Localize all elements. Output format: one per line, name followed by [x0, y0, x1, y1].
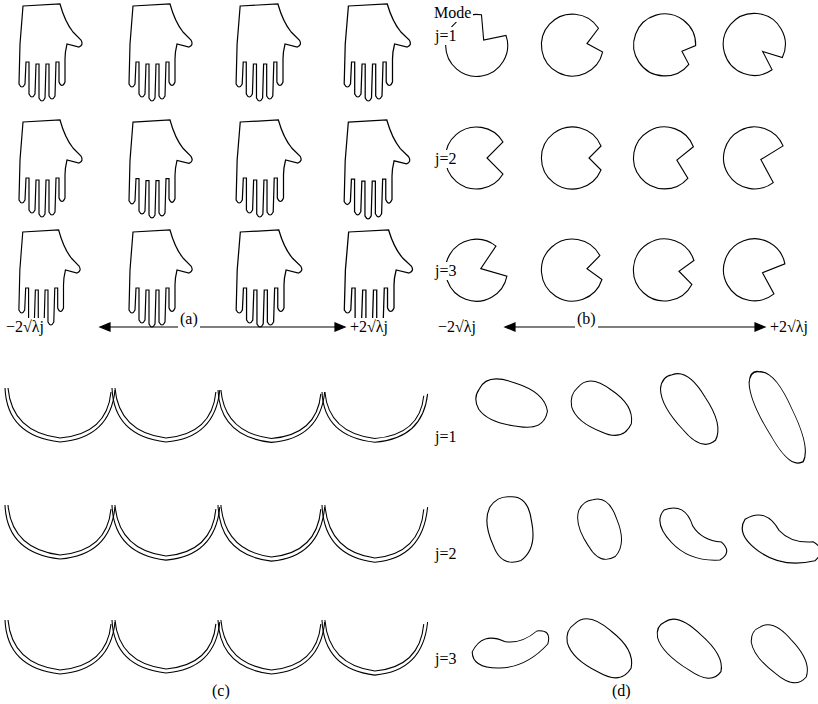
notched-circles	[433, 1, 797, 310]
mode-index: j=3	[433, 650, 458, 668]
hand-shapes	[19, 4, 413, 327]
mode-index: j=2	[433, 150, 458, 168]
mode-index: j=2	[433, 545, 458, 563]
axis-label: −2√λj	[436, 318, 478, 336]
panel-letter: (a)	[178, 310, 200, 328]
mode-index: j=1	[433, 27, 458, 45]
u-curves	[5, 388, 428, 675]
axis-label: +2√λj	[348, 318, 390, 336]
mode-index: j=1	[433, 428, 458, 446]
mode-heading: Mode	[432, 4, 473, 22]
axis-label: +2√λj	[768, 318, 810, 336]
panel-letter: (c)	[210, 682, 232, 700]
mode-index: j=3	[433, 262, 458, 280]
axis-label: −2√λj	[4, 318, 46, 336]
blob-shapes	[468, 364, 818, 690]
panel-letter: (d)	[610, 682, 633, 700]
panel-letter: (b)	[575, 310, 598, 328]
